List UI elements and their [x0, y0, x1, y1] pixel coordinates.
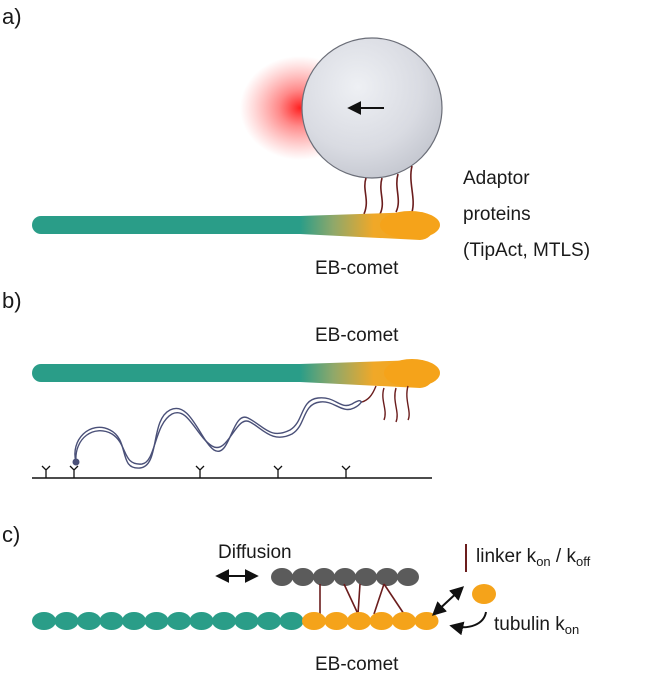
surface-anchors — [41, 465, 351, 478]
comet-linkers-b — [361, 385, 410, 423]
eb-tubulin-subunit — [414, 612, 439, 630]
tubulin-subunit — [257, 612, 281, 630]
tubulin-subunit — [144, 612, 169, 630]
rod-subunit — [397, 568, 419, 586]
adaptor-line-3: (TipAct, MTLS) — [463, 240, 590, 261]
microtubule-chain — [32, 612, 439, 630]
rod-subunit — [334, 568, 356, 586]
tubulin-subunit — [32, 612, 56, 630]
diffusion-label: Diffusion — [218, 542, 292, 563]
rod-subunit — [313, 568, 335, 586]
microtubule-a — [32, 216, 338, 234]
adaptor-linkers — [363, 165, 414, 215]
rod-linkers — [319, 583, 405, 615]
eb-tubulin-subunit — [369, 612, 394, 630]
adaptor-line-2: proteins — [463, 204, 531, 225]
panel-c: c) Diffusion linker kon / koff tubulin k… — [2, 522, 591, 675]
adaptor-line-1: Adaptor — [463, 168, 530, 189]
tubulin-subunit — [99, 612, 124, 630]
tubulin-subunit — [189, 612, 214, 630]
free-tubulin — [472, 584, 496, 604]
tubulin-subunit — [234, 612, 259, 630]
panel-b-label: b) — [2, 288, 22, 313]
tubulin-subunit — [122, 612, 146, 630]
tubulin-subunit — [212, 612, 236, 630]
tubulin-subunit — [77, 612, 101, 630]
eb-comet-head-a — [380, 211, 440, 239]
rod-subunit — [376, 568, 398, 586]
tubulin-binding-arrow — [449, 611, 487, 636]
tubulin-subunit — [54, 612, 79, 630]
linker-exchange-arrow — [431, 586, 465, 616]
rod-subunit — [292, 568, 314, 586]
eb-tubulin-subunit — [347, 612, 371, 630]
eb-tubulin-subunit — [392, 612, 416, 630]
tubulin-subunit — [167, 612, 191, 630]
actin-filament — [74, 397, 363, 469]
rod-subunit — [355, 568, 377, 586]
actin-anchor — [72, 458, 80, 466]
tubulin-subunit — [279, 612, 304, 630]
eb-comet-head-b — [384, 359, 440, 387]
panel-b: b) EB-comet — [2, 288, 440, 479]
tubulin-label: tubulin kon — [494, 614, 579, 637]
diffusing-rod — [271, 568, 419, 586]
eb-comet-label-b: EB-comet — [315, 325, 399, 346]
eb-comet-label-a: EB-comet — [315, 258, 399, 279]
eb-tubulin-subunit — [324, 612, 349, 630]
panel-a: a) Adaptor proteins (TipAct, MTLS) EB-co… — [2, 4, 590, 279]
eb-tubulin-subunit — [302, 612, 326, 630]
panel-c-label: c) — [2, 522, 20, 547]
rod-subunit — [271, 568, 293, 586]
microtubule-b — [32, 364, 342, 382]
eb-comet-label-c: EB-comet — [315, 654, 399, 675]
linker-label: linker kon / koff — [476, 546, 591, 569]
panel-a-label: a) — [2, 4, 22, 29]
